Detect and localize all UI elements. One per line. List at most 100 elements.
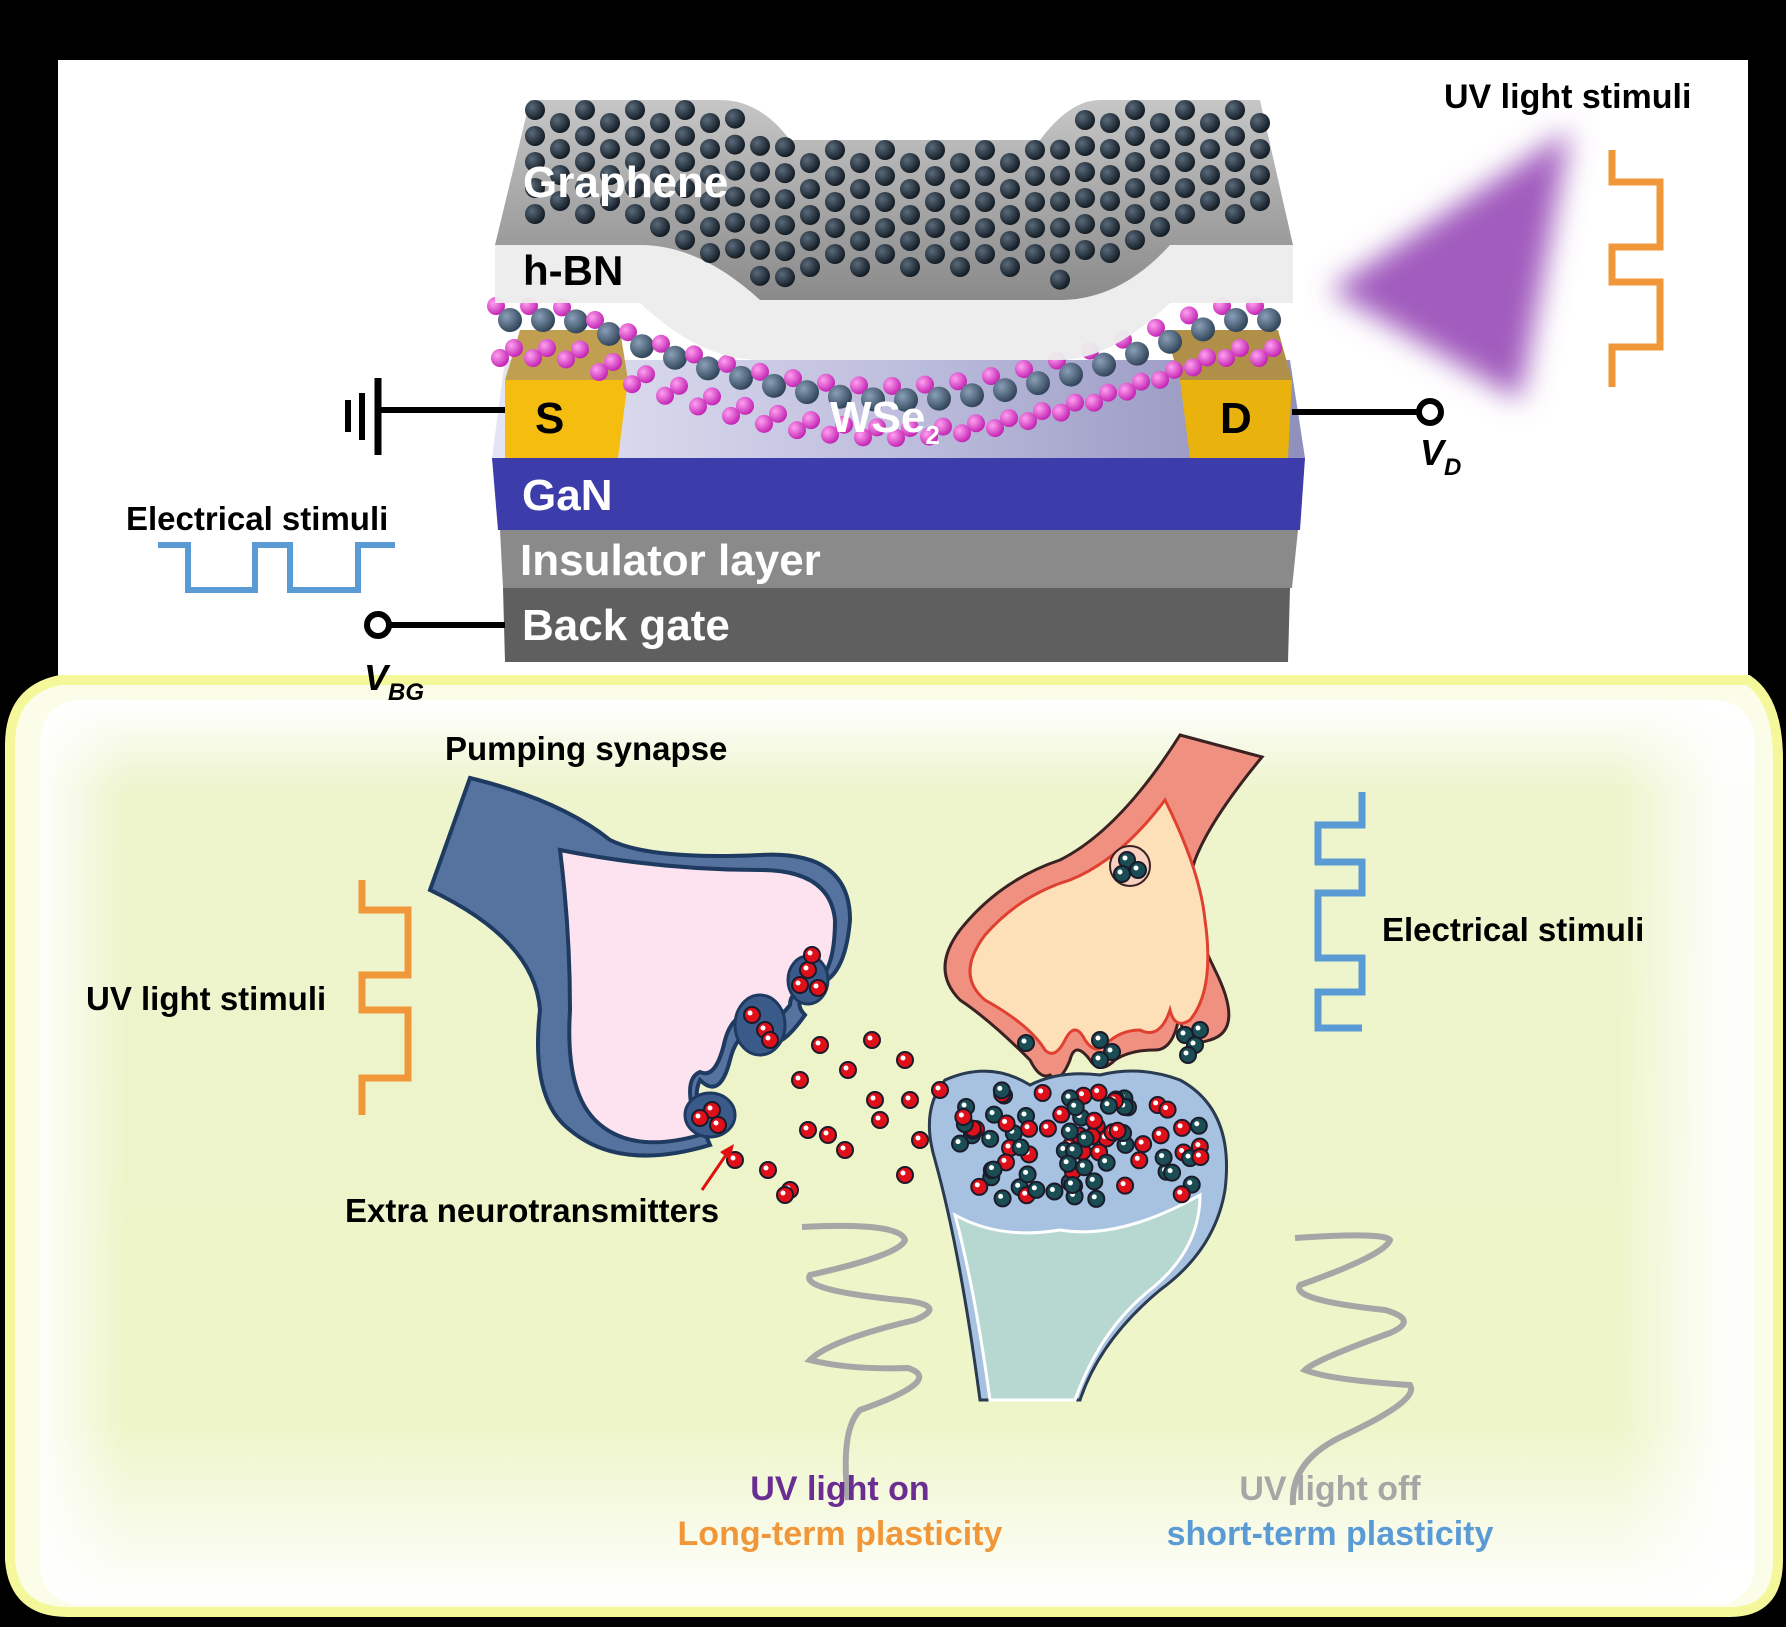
vbg-label-main: V bbox=[364, 657, 391, 698]
carbon-atom bbox=[650, 113, 670, 133]
tungsten-atom bbox=[729, 365, 753, 390]
carbon-atom bbox=[1050, 139, 1070, 160]
gan-label: GaN bbox=[522, 471, 612, 520]
neurotransmitter-red-highlight bbox=[1060, 1146, 1066, 1152]
neurotransmitter-red bbox=[1154, 1148, 1173, 1167]
neurotransmitter-teal bbox=[1129, 861, 1147, 879]
tungsten-atom bbox=[696, 356, 720, 381]
selenium-atom bbox=[1264, 339, 1282, 357]
carbon-atom bbox=[700, 113, 720, 133]
carbon-atom bbox=[625, 100, 645, 120]
carbon-atom bbox=[725, 238, 745, 259]
neurotransmitter-red-highlight bbox=[795, 1075, 801, 1081]
hbn-label: h-BN bbox=[523, 247, 623, 294]
source-label: S bbox=[535, 394, 564, 443]
neurotransmitter-teal bbox=[1116, 1176, 1135, 1195]
neurotransmitter-red bbox=[791, 1071, 809, 1089]
neurotransmitter-red bbox=[799, 961, 817, 979]
selenium-atom bbox=[604, 352, 622, 371]
neurotransmitter-red bbox=[931, 1081, 949, 1099]
carbon-atom bbox=[650, 165, 670, 185]
neurotransmitter-teal-highlight bbox=[1180, 1030, 1186, 1036]
neurotransmitter-red-highlight bbox=[955, 1139, 961, 1145]
neurotransmitter-teal-highlight bbox=[1079, 1162, 1085, 1168]
carbon-atom bbox=[825, 166, 845, 186]
carbon-atom bbox=[1075, 110, 1095, 130]
carbon-atom bbox=[775, 163, 795, 184]
carbon-atom bbox=[525, 126, 545, 146]
presynaptic-terminal bbox=[427, 775, 853, 1158]
neurotransmitter-red-highlight bbox=[813, 983, 819, 989]
carbon-atom bbox=[625, 152, 645, 172]
selenium-atom bbox=[505, 339, 523, 357]
carbon-atom bbox=[525, 152, 545, 172]
drain-electrode[interactable] bbox=[1180, 380, 1292, 458]
insulator-label: Insulator layer bbox=[520, 536, 821, 585]
neurotransmitter-teal-highlight bbox=[1177, 1189, 1183, 1195]
neurotransmitter-teal bbox=[1018, 1165, 1037, 1184]
neurotransmitter-teal-highlight bbox=[1183, 1050, 1189, 1056]
neurotransmitter-teal bbox=[1158, 1100, 1177, 1119]
carbon-atom bbox=[700, 139, 720, 159]
extra-neurotransmitters-arrow bbox=[700, 1151, 730, 1191]
neurotransmitter-red bbox=[836, 1141, 854, 1159]
carbon-atom bbox=[950, 205, 970, 225]
carbon-atom bbox=[800, 179, 820, 199]
selenium-atom bbox=[586, 310, 604, 329]
selenium-atom bbox=[1000, 409, 1018, 428]
tungsten-atom bbox=[498, 308, 522, 332]
neurotransmitter-red-highlight bbox=[807, 950, 813, 956]
neurotransmitter-red-highlight bbox=[900, 1170, 906, 1176]
carbon-atom bbox=[975, 192, 995, 212]
carbon-atom bbox=[700, 165, 720, 185]
carbon-atom bbox=[875, 140, 895, 160]
neurotransmitter-red-highlight bbox=[780, 1190, 786, 1196]
neurotransmitter-red-highlight bbox=[1089, 1176, 1095, 1182]
carbon-atom bbox=[850, 179, 870, 199]
carbon-atom bbox=[1125, 204, 1145, 224]
neurotransmitter-teal bbox=[1038, 1119, 1057, 1138]
neurotransmitter-red-highlight bbox=[989, 1110, 995, 1116]
selenium-atom bbox=[817, 373, 835, 392]
neurotransmitter-red-highlight bbox=[1177, 1123, 1183, 1129]
carbon-atom bbox=[700, 217, 720, 237]
carbon-atom bbox=[925, 140, 945, 160]
pumping-synapse-title: Pumping synapse bbox=[445, 730, 727, 767]
carbon-atom bbox=[775, 137, 795, 158]
carbon-atom bbox=[600, 191, 620, 211]
carbon-atom bbox=[875, 166, 895, 186]
selenium-atom bbox=[689, 397, 707, 416]
tungsten-atom bbox=[630, 334, 654, 359]
vd-terminal[interactable] bbox=[1416, 398, 1444, 426]
neurotransmitter-teal-highlight bbox=[1187, 1180, 1193, 1186]
neurotransmitter-red bbox=[981, 1129, 1000, 1148]
carbon-atom bbox=[1050, 217, 1070, 238]
selenium-atom bbox=[1033, 402, 1051, 421]
neurotransmitter-teal-highlight bbox=[1120, 1181, 1126, 1187]
carbon-atom bbox=[600, 113, 620, 133]
carbon-atom bbox=[775, 189, 795, 210]
neurotransmitter-red-highlight bbox=[900, 1055, 906, 1061]
selenium-atom bbox=[1085, 393, 1103, 412]
selenium-atom bbox=[1250, 349, 1268, 367]
neurotransmitter-teal-highlight bbox=[1049, 1186, 1055, 1192]
vbg-terminal[interactable] bbox=[364, 611, 392, 639]
source-electrode[interactable] bbox=[505, 380, 628, 458]
carbon-atom bbox=[975, 166, 995, 186]
carbon-atom bbox=[825, 192, 845, 212]
neurotransmitter-red-highlight bbox=[1056, 1110, 1062, 1116]
neurotransmitter-teal bbox=[1017, 1034, 1035, 1052]
tungsten-atom bbox=[531, 308, 555, 332]
carbon-atom bbox=[1050, 165, 1070, 186]
carbon-atom bbox=[975, 244, 995, 264]
neurotransmitter-red bbox=[954, 1107, 973, 1126]
carbon-atom bbox=[1075, 162, 1095, 182]
neurotransmitter-teal bbox=[1091, 1051, 1109, 1069]
neurotransmitter-teal-highlight bbox=[1107, 1047, 1113, 1053]
carbon-atom bbox=[1175, 100, 1195, 120]
neurotransmitter-teal-highlight bbox=[1138, 1139, 1144, 1145]
carbon-atom bbox=[900, 179, 920, 199]
neurotransmitter-red-highlight bbox=[747, 1010, 753, 1016]
neurotransmitter-teal bbox=[1076, 1129, 1095, 1148]
neurotransmitter-red-highlight bbox=[803, 1125, 809, 1131]
